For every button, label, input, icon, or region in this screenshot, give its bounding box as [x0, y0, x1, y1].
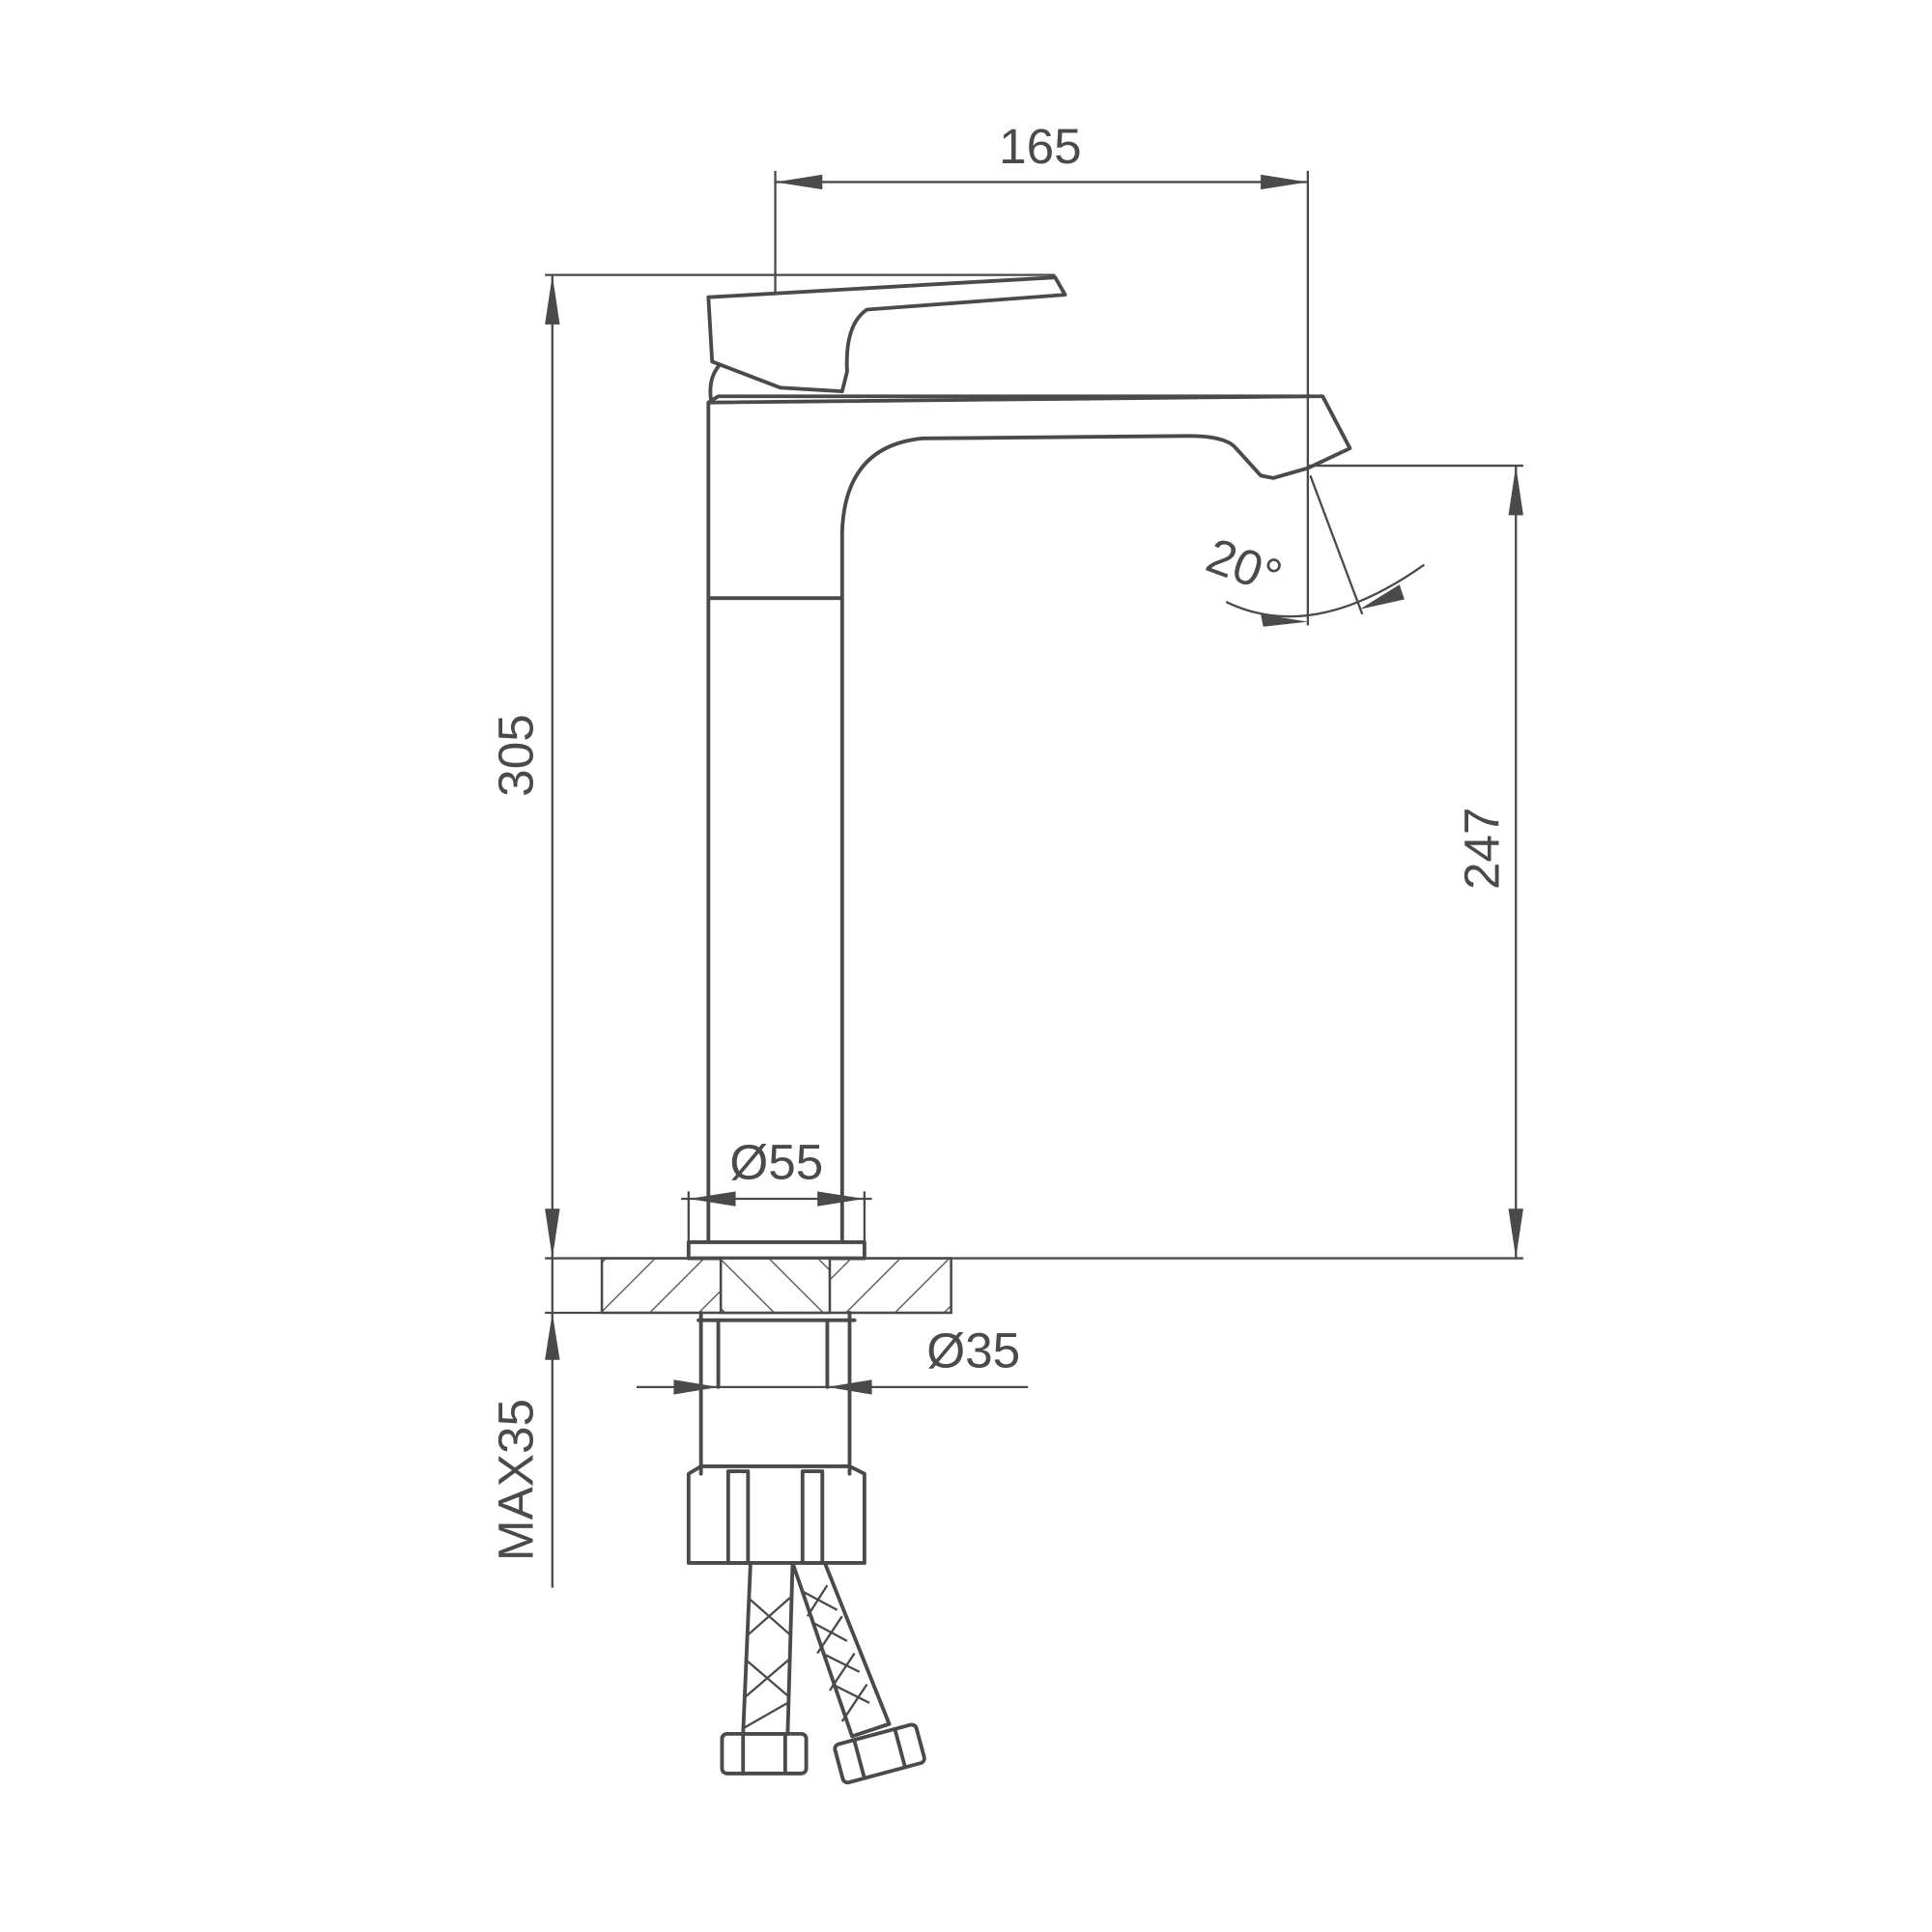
faucet-body — [706, 394, 1352, 1244]
countertop-section — [545, 1257, 1523, 1315]
hose-nut-left — [720, 1731, 809, 1776]
dimension-outlet-height: 247 — [1307, 464, 1523, 1259]
shank-and-nut — [686, 1311, 867, 1565]
dimension-total-height: 305 — [488, 273, 1056, 1259]
dimension-base-diameter: Ø55 — [681, 1135, 872, 1242]
dimension-label: Ø35 — [926, 1322, 1020, 1378]
dimension-label: MAX35 — [488, 1399, 543, 1561]
dimension-label: 20° — [1200, 527, 1289, 605]
base-flange — [686, 1239, 867, 1261]
hose-nut-right — [833, 1722, 926, 1785]
supply-hoses — [720, 1561, 926, 1785]
dimension-label: Ø55 — [729, 1135, 823, 1190]
dimension-spout-angle: 20° — [1200, 474, 1426, 627]
dimension-shank-diameter: Ø35 — [636, 1322, 1029, 1395]
dimension-spout-reach: 165 — [774, 119, 1310, 626]
dimension-label: 165 — [999, 119, 1082, 174]
faucet-handle — [706, 275, 1067, 401]
dimension-label: 305 — [488, 714, 543, 797]
dimension-max-thickness: MAX35 — [488, 1258, 560, 1588]
dimension-label: 247 — [1454, 807, 1509, 890]
